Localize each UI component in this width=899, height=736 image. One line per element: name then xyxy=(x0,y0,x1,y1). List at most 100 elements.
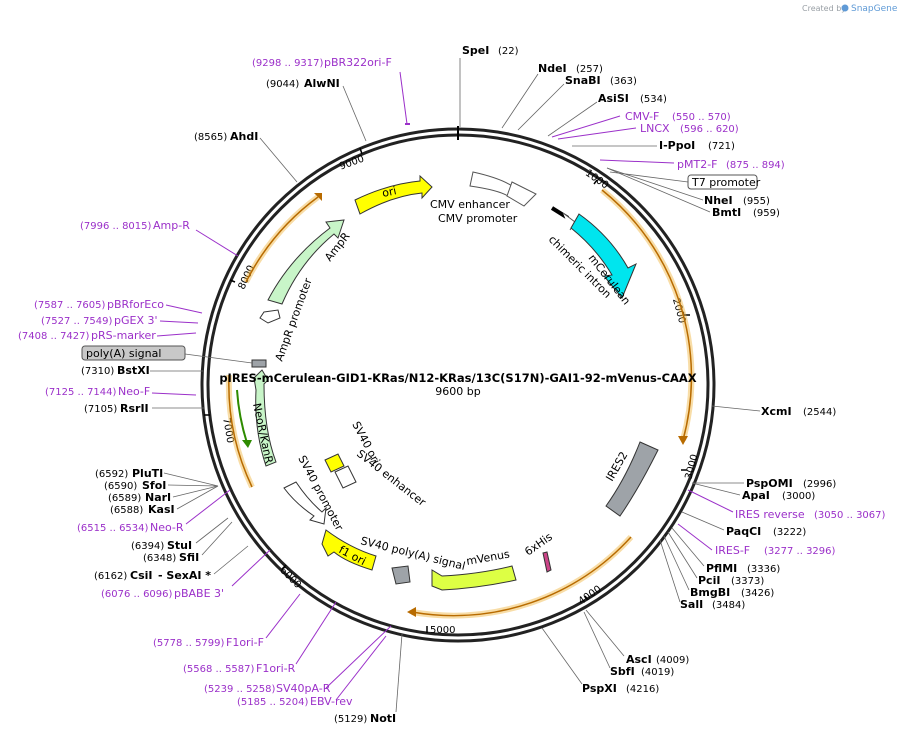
site-ippoi-pos: (721) xyxy=(708,141,735,152)
primer-f1orir-name[interactable]: F1ori-R xyxy=(256,662,296,675)
site-pflmi-name[interactable]: PflMI xyxy=(706,562,737,575)
site-alwni-pos: (9044) xyxy=(266,79,299,90)
primer-pbrforeco-name[interactable]: pBRforEco xyxy=(107,298,164,311)
site-nhei-name[interactable]: NheI xyxy=(704,194,733,207)
site-noti-pos: (5129) xyxy=(334,714,367,725)
site-pspomi-pos: (2996) xyxy=(803,479,836,490)
primer-cmvf-name[interactable]: CMV-F xyxy=(625,110,659,123)
primer-pmt2f-name[interactable]: pMT2-F xyxy=(677,158,718,171)
t7-promoter-label[interactable]: T7 promoter xyxy=(691,176,761,189)
orf-arrowhead xyxy=(314,193,322,201)
ampr-feature xyxy=(267,219,345,305)
primer-sv40par-range: (5239 .. 5258) xyxy=(204,684,276,695)
primer-leader xyxy=(185,489,231,525)
mcerulean-feature xyxy=(570,213,637,299)
site-ndei-name[interactable]: NdeI xyxy=(538,62,567,75)
site-sfoi-name[interactable]: SfoI xyxy=(142,479,166,492)
primer-leader xyxy=(687,489,734,513)
site-sali-name[interactable]: SalI xyxy=(680,598,703,611)
primer-leader xyxy=(551,115,621,138)
site-alwni-name[interactable]: AlwNI xyxy=(304,77,340,90)
site-pspxi-name[interactable]: PspXI xyxy=(582,682,617,695)
leader-line xyxy=(501,73,539,129)
site-sbfi-name[interactable]: SbfI xyxy=(610,665,635,678)
his-tag-label: 6xHis xyxy=(522,530,555,558)
sv40-ori-feature xyxy=(324,453,345,473)
primer-pbabe3-name[interactable]: pBABE 3' xyxy=(174,587,224,600)
sv40-enhancer-label: SV40 enhancer xyxy=(354,447,428,509)
primer-leader xyxy=(399,71,408,125)
primer-prsmarker-name[interactable]: pRS-marker xyxy=(91,329,156,342)
site-pluti-pos: (6592) xyxy=(95,469,128,480)
primer-iresrev-name[interactable]: IRES reverse xyxy=(735,508,805,521)
primer-leader xyxy=(295,601,337,665)
site-asisi-name[interactable]: AsiSI xyxy=(598,92,629,105)
site-nari-name[interactable]: NarI xyxy=(145,491,171,504)
primer-leader xyxy=(325,625,392,689)
primer-pmt2f-range: (875 .. 894) xyxy=(726,160,785,171)
primer-neor-name[interactable]: Neo-R xyxy=(150,521,184,534)
primer-f1orif-name[interactable]: F1ori-F xyxy=(226,636,264,649)
site-bmti-name[interactable]: BmtI xyxy=(712,206,741,219)
site-ippoi-name[interactable]: I-PpoI xyxy=(659,139,695,152)
site-sbfi-pos: (4019) xyxy=(641,667,674,678)
primer-iresf-name[interactable]: IRES-F xyxy=(715,544,750,557)
site-pluti-name[interactable]: PluTI xyxy=(132,467,163,480)
site-stui-name[interactable]: StuI xyxy=(167,539,192,552)
site-nhei-pos: (955) xyxy=(743,196,770,207)
site-bmti-pos: (959) xyxy=(753,208,780,219)
primer-neof-name[interactable]: Neo-F xyxy=(118,385,150,398)
site-apai-name[interactable]: ApaI xyxy=(742,489,770,502)
leader-line xyxy=(195,517,229,544)
site-kasi-name[interactable]: KasI xyxy=(148,503,175,516)
primer-ampr-range: (7996 .. 8015) xyxy=(80,221,152,232)
site-bstxi-name[interactable]: BstXI xyxy=(117,364,150,377)
site-snabi-name[interactable]: SnaBI xyxy=(565,74,601,87)
sv40-polya-feature xyxy=(391,565,411,585)
primer-pbabe3-range: (6076 .. 6096) xyxy=(101,589,173,600)
site-snabi-pos: (363) xyxy=(610,76,637,87)
primer-pgex3-name[interactable]: pGEX 3' xyxy=(114,314,158,327)
site-stui-pos: (6394) xyxy=(131,541,164,552)
site-paqci-name[interactable]: PaqCI xyxy=(726,525,761,538)
polya-signal-feature xyxy=(251,359,267,368)
site-noti-name[interactable]: NotI xyxy=(370,712,396,725)
primer-neof-range: (7125 .. 7144) xyxy=(45,387,117,398)
snapgene-logo-icon xyxy=(841,4,849,12)
site-pcii-pos: (3373) xyxy=(731,576,764,587)
cmv-promoter-label: CMV promoter xyxy=(438,212,518,225)
plasmid-title: pIRES-mCerulean-GID1-KRas/N12-KRas/13C(S… xyxy=(219,371,696,385)
primer-leader xyxy=(265,593,301,639)
orf-ampr-arc xyxy=(245,196,319,283)
site-sexai-name[interactable]: - SexAI * xyxy=(158,569,211,582)
site-sfii-name[interactable]: SfiI xyxy=(179,551,199,564)
primer-lncx-name[interactable]: LNCX xyxy=(640,122,670,135)
primer-ebvrev-name[interactable]: EBV-rev xyxy=(310,695,353,708)
neor-green-arc xyxy=(236,389,248,444)
site-asci-name[interactable]: AscI xyxy=(626,653,652,666)
site-pspomi-name[interactable]: PspOMI xyxy=(746,477,793,490)
site-xcmi-name[interactable]: XcmI xyxy=(761,405,792,418)
leader-line xyxy=(711,405,761,412)
neor-kanr-label: NeoR/KanR xyxy=(250,402,276,465)
sv40-enhancer-feature xyxy=(334,465,357,489)
site-rsrii-name[interactable]: RsrII xyxy=(120,402,149,415)
site-ahdi-name[interactable]: AhdI xyxy=(230,130,258,143)
primer-sv40par-name[interactable]: SV40pA-R xyxy=(276,682,331,695)
site-spei-name[interactable]: SpeI xyxy=(462,44,489,57)
leader-line xyxy=(213,545,249,575)
primer-ampr-name[interactable]: Amp-R xyxy=(153,219,190,232)
cmv-enhancer-label: CMV enhancer xyxy=(430,198,510,211)
restriction-sites: SpeI (22) NdeI (257) SnaBI (363) AsiSI (… xyxy=(81,44,836,725)
primer-pbr322-name[interactable]: pBR322ori-F xyxy=(324,56,392,69)
site-bmgbi-name[interactable]: BmgBI xyxy=(690,586,730,599)
polya-signal-label[interactable]: poly(A) signal xyxy=(86,347,161,360)
leader-line xyxy=(395,633,403,713)
site-xcmi-pos: (2544) xyxy=(803,407,836,418)
leader-line xyxy=(606,167,711,213)
site-csii-name[interactable]: CsiI xyxy=(130,569,152,582)
site-rsrii-pos: (7105) xyxy=(84,404,117,415)
ori-feature xyxy=(354,174,433,215)
site-pcii-name[interactable]: PciI xyxy=(698,574,720,587)
